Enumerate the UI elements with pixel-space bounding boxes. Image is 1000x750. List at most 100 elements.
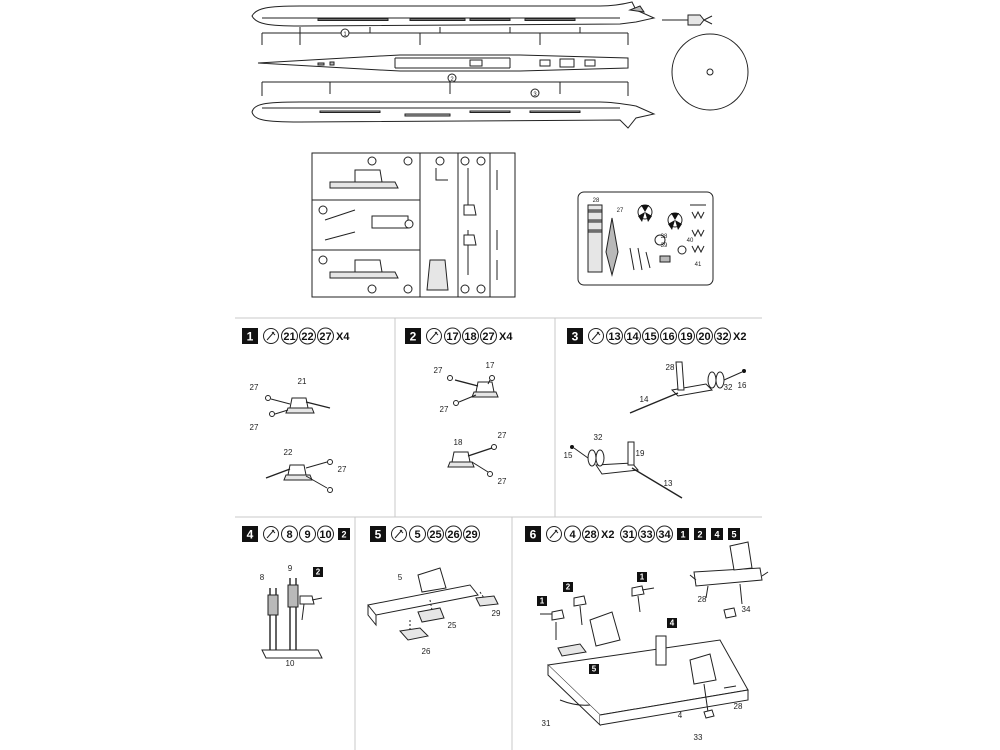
fret-number: 38 — [661, 234, 668, 240]
sprue-upper-hull — [251, 1, 656, 27]
callout-label: 15 — [564, 451, 573, 460]
part-number: 21 — [283, 331, 295, 343]
step-number: 2 — [410, 330, 417, 344]
subassembly-callout-box — [667, 618, 677, 628]
callout-label: 10 — [286, 659, 295, 668]
subassembly-callout-box — [563, 582, 573, 592]
part-number: 27 — [319, 331, 331, 343]
part-number: 8 — [286, 529, 292, 541]
fret-number: 39 — [661, 243, 668, 249]
sprue-main — [251, 1, 749, 129]
multiplier-text: X4 — [336, 331, 350, 343]
part-number: 19 — [680, 331, 692, 343]
fret-number: 40 — [687, 238, 694, 244]
step-number-box — [242, 328, 258, 344]
callout-label: 28 — [666, 363, 675, 372]
part-number-circle — [445, 525, 462, 543]
step-number: 1 — [247, 330, 254, 344]
runner-tab-number: 2 — [450, 77, 454, 83]
subassembly-ref-number: 4 — [714, 530, 719, 540]
part-number-circle — [281, 525, 298, 543]
step-number-box — [242, 526, 258, 542]
part-number: 31 — [622, 529, 634, 541]
step-number-box — [567, 328, 583, 344]
multiplier-text: X2 — [601, 529, 614, 541]
callout-label: 27 — [498, 477, 507, 486]
part-number-circle — [624, 327, 641, 345]
callout-label: 26 — [422, 647, 431, 656]
subassembly-callout: 4 — [670, 619, 675, 628]
part-number-circle — [606, 327, 623, 345]
sprue-runner-lower — [261, 73, 629, 98]
glue-icon-mark — [266, 331, 276, 341]
callout-label: 13 — [664, 479, 673, 488]
part-number: 18 — [464, 331, 476, 343]
part-number-circle — [299, 525, 316, 543]
part-number-circle — [299, 327, 316, 345]
step-3-drawing — [570, 361, 746, 499]
step-number: 6 — [530, 528, 537, 542]
glue-icon-mark — [549, 529, 559, 539]
glue-icon-mark — [394, 529, 404, 539]
sprue-runner-upper — [261, 27, 629, 45]
sprue-deck — [257, 54, 629, 72]
part-number-circle — [582, 525, 599, 543]
callout-label: 34 — [742, 605, 751, 614]
part-number: 28 — [584, 529, 596, 541]
subassembly-callout: 2 — [316, 568, 321, 577]
multiplier-text: X2 — [733, 331, 746, 343]
subassembly-ref — [677, 528, 689, 540]
subassembly-callout: 2 — [566, 583, 571, 592]
step-number: 3 — [572, 330, 579, 344]
runner-tab-number: 3 — [533, 92, 537, 98]
fret-number: 28 — [593, 198, 600, 204]
part-number: 4 — [569, 529, 576, 541]
callout-label: 33 — [694, 733, 703, 742]
step-2-drawing — [447, 375, 499, 477]
callout-label: 16 — [738, 381, 747, 390]
part-number: 33 — [640, 529, 652, 541]
callout-label: 27 — [440, 405, 449, 414]
subassembly-callout: 5 — [592, 665, 597, 674]
part-number: 16 — [662, 331, 674, 343]
part-number: 26 — [447, 529, 459, 541]
part-number-circle — [638, 525, 655, 543]
subassembly-callout-box — [537, 596, 547, 606]
subassembly-callout-box — [637, 572, 647, 582]
subassembly-ref-number: 2 — [341, 530, 346, 540]
subassembly-callout-box — [589, 664, 599, 674]
part-number-circle — [678, 327, 695, 345]
callout-label: 8 — [260, 573, 265, 582]
part-number: 32 — [716, 331, 728, 343]
step-1-drawing — [265, 395, 333, 493]
subassembly-callout: 1 — [640, 573, 645, 582]
callout-label: 27 — [250, 383, 259, 392]
callout-label: 32 — [594, 433, 603, 442]
part-number-circle — [696, 327, 713, 345]
callout-label: 27 — [338, 465, 347, 474]
subassembly-callout: 1 — [540, 597, 545, 606]
step-number: 4 — [247, 528, 254, 542]
part-number-circle — [317, 327, 334, 345]
part-number: 27 — [482, 331, 494, 343]
fret-number: 41 — [695, 262, 702, 268]
callout-label: 22 — [284, 448, 293, 457]
callout-label: 14 — [640, 395, 649, 404]
callout-label: 27 — [498, 431, 507, 440]
callout-label: 28 — [698, 595, 707, 604]
part-number-circle — [480, 327, 497, 345]
part-number: 17 — [446, 331, 458, 343]
part-number: 29 — [465, 529, 477, 541]
callout-label: 17 — [486, 361, 495, 370]
glue-icon-mark — [266, 529, 276, 539]
part-number: 34 — [658, 529, 671, 541]
part-number: 9 — [304, 529, 310, 541]
